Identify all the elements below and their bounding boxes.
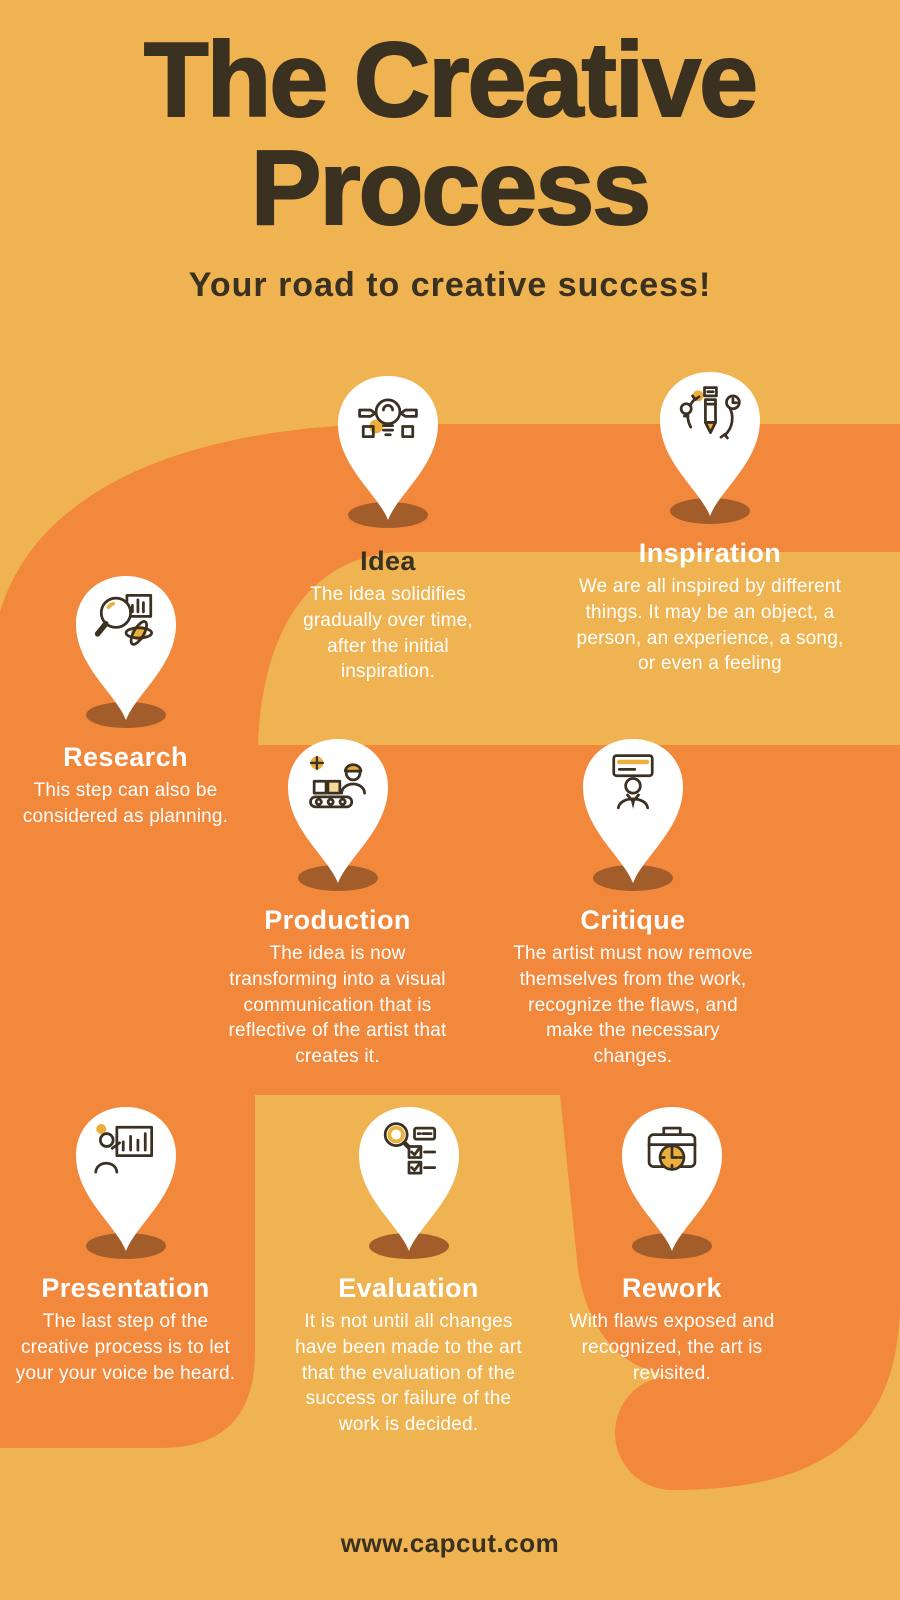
- step-critique: Critique The artist must now remove them…: [513, 735, 753, 1070]
- map-pin: [358, 1107, 459, 1251]
- production-icon: [308, 755, 366, 809]
- production-pin: [282, 735, 394, 893]
- inspiration-icon: [679, 386, 741, 440]
- step-title: Idea: [360, 546, 416, 576]
- rework-pin: [616, 1103, 728, 1261]
- step-description: This step can also be considered as plan…: [22, 780, 229, 827]
- step-description: The idea is now transforming into a visu…: [228, 943, 447, 1068]
- idea-icon: [358, 398, 418, 438]
- step-research: Research This step can also be considere…: [13, 572, 238, 830]
- step-title: Evaluation: [338, 1273, 479, 1303]
- page-title-line1: The Creative: [143, 21, 759, 139]
- footer: www.capcut.com: [0, 1528, 900, 1559]
- step-title: Presentation: [41, 1273, 210, 1303]
- step-presentation: Presentation The last step of the creati…: [8, 1103, 243, 1386]
- rework-icon: [647, 1126, 697, 1171]
- step-description: The last step of the creative process is…: [15, 1311, 236, 1384]
- step-rework: Rework With flaws exposed and recognized…: [562, 1103, 782, 1386]
- step-description: It is not until all changes have been ma…: [295, 1311, 522, 1436]
- step-production: Production The idea is now transforming …: [225, 735, 450, 1070]
- step-title: Rework: [622, 1273, 722, 1303]
- page-title-line2: Process: [250, 129, 653, 248]
- evaluation-icon: [383, 1122, 436, 1175]
- evaluation-pin: [353, 1103, 465, 1261]
- page-subtitle: Your road to creative success!: [188, 266, 712, 305]
- step-description: With flaws exposed and recognized, the a…: [569, 1311, 775, 1384]
- map-pin: [622, 1107, 722, 1251]
- step-idea: Idea The idea solidifies gradually over …: [285, 372, 491, 685]
- map-pin: [338, 376, 438, 520]
- step-title: Production: [264, 905, 411, 935]
- idea-pin: [332, 372, 444, 530]
- footer-url: www.capcut.com: [340, 1528, 560, 1558]
- map-pin: [287, 739, 388, 883]
- step-description: The idea solidifies gradually over time,…: [303, 584, 473, 683]
- step-evaluation: Evaluation It is not until all changes h…: [286, 1103, 531, 1438]
- inspiration-pin: [654, 368, 766, 526]
- presentation-pin: [70, 1103, 182, 1261]
- step-description: We are all inspired by different things.…: [576, 576, 844, 675]
- step-inspiration: Inspiration We are all inspired by diffe…: [574, 368, 846, 677]
- step-title: Inspiration: [638, 538, 782, 568]
- presentation-icon: [93, 1124, 153, 1174]
- critique-pin: [577, 735, 689, 893]
- critique-icon: [612, 754, 654, 810]
- step-title: Research: [63, 742, 188, 772]
- research-icon: [94, 593, 153, 646]
- research-pin: [70, 572, 182, 730]
- map-pin: [583, 739, 683, 883]
- step-description: The artist must now remove themselves fr…: [513, 943, 753, 1068]
- step-title: Critique: [580, 905, 686, 935]
